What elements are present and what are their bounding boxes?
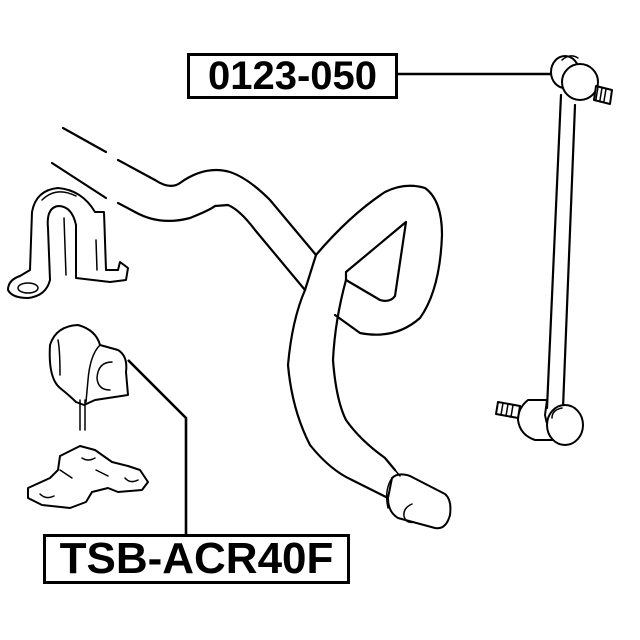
leader-line-bottom <box>127 359 188 534</box>
stabilizer-bushing <box>48 324 129 431</box>
bar-end-bushing <box>385 469 452 530</box>
part-number-text: 0123-050 <box>207 54 378 98</box>
stabilizer-bar <box>50 126 444 500</box>
bushing-bracket-upper <box>7 187 129 299</box>
part-number-label-stabilizer-link: 0123-050 <box>187 53 398 99</box>
bushing-bracket-lower <box>27 445 149 509</box>
stabilizer-link <box>495 55 613 446</box>
part-number-label-stabilizer-bushing: TSB-ACR40F <box>43 534 350 584</box>
part-number-text: TSB-ACR40F <box>59 534 334 583</box>
